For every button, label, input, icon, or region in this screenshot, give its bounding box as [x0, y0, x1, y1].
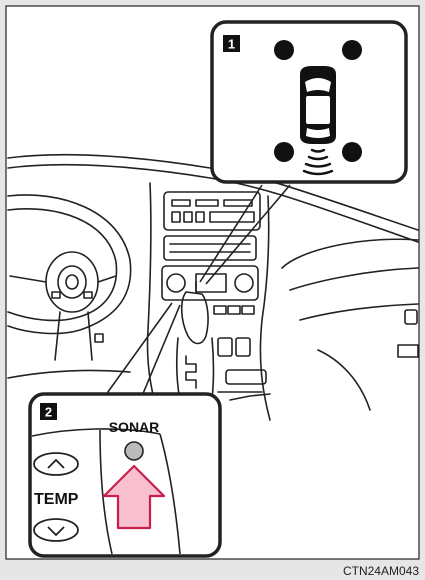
callout-1-number: 1: [228, 37, 235, 52]
temp-down-button[interactable]: [34, 519, 78, 541]
sonar-button[interactable]: [125, 442, 143, 460]
callout-2-number: 2: [45, 405, 52, 420]
car-top-view-icon: [300, 66, 336, 144]
sensor-front-right-icon: [342, 40, 362, 60]
sensor-front-left-icon: [274, 40, 294, 60]
temp-up-button[interactable]: [34, 453, 78, 475]
sensor-rear-right-icon: [342, 142, 362, 162]
temp-label: TEMP: [34, 491, 79, 508]
sensor-rear-left-icon: [274, 142, 294, 162]
figure-code: CTN24AM043: [343, 564, 419, 578]
sonar-label: SONAR: [109, 419, 160, 435]
